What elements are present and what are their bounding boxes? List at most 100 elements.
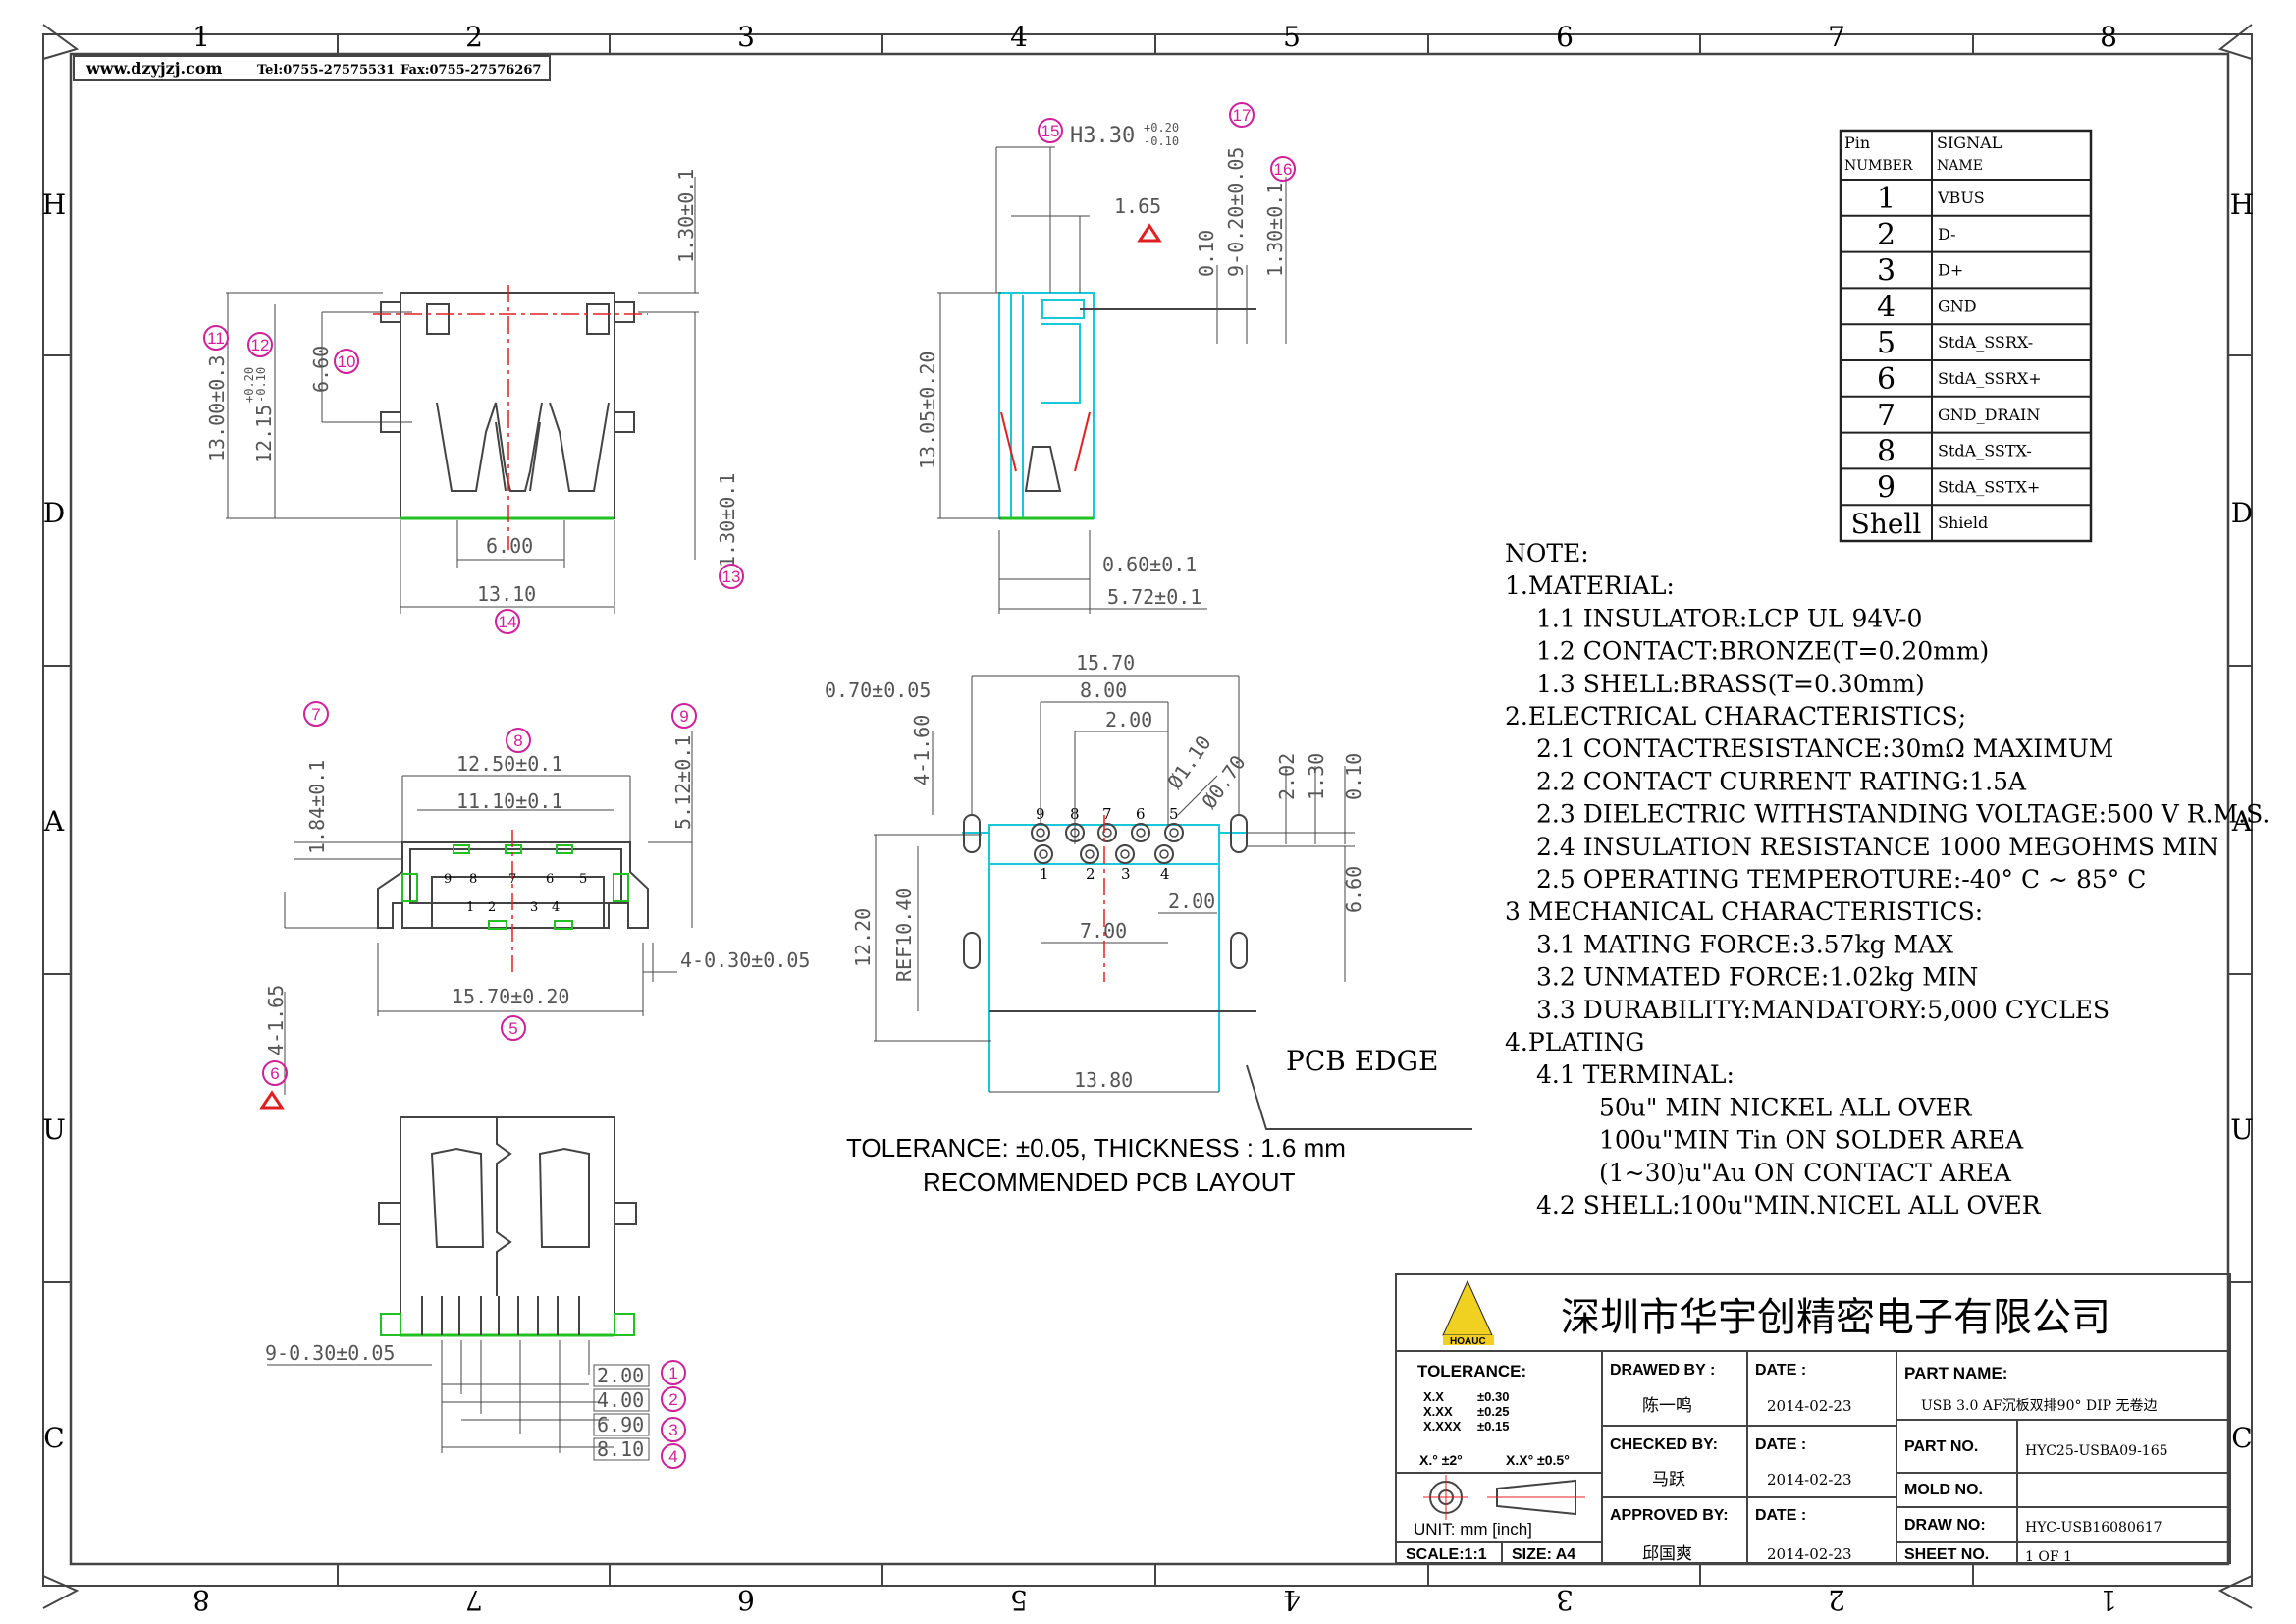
front-dim-6: 6.60 <box>309 346 333 393</box>
pin-table-pin: 5 <box>1877 326 1896 360</box>
note-line: 2.4 INSULATION RESISTANCE 1000 MEGOHMS M… <box>1536 833 2218 861</box>
zone-label-left: C <box>43 1422 64 1454</box>
side-dim-165: 1.65 <box>1114 194 1161 218</box>
rear-dim-810: 8.10 <box>597 1437 644 1461</box>
note-line: 2.3 DIELECTRIC WITHSTANDING VOLTAGE:500 … <box>1536 800 2269 829</box>
front-centerline <box>373 285 648 550</box>
pcb-pin-label: 1 <box>1040 865 1049 883</box>
bottom-callout-8: 8 <box>506 728 531 753</box>
bottom-callout-6: 6 <box>262 1060 288 1086</box>
svg-text:16: 16 <box>1274 160 1293 179</box>
pcb-dim-1570: 15.70 <box>1076 651 1135 675</box>
svg-text:2: 2 <box>668 1390 677 1409</box>
pin-table-border <box>1839 129 2093 543</box>
pin-table-signal: D+ <box>1938 261 1963 280</box>
side-dim-130: 1.30±0.1 <box>1263 183 1287 277</box>
bottom-pin-label: 4 <box>552 900 560 915</box>
title-block <box>1395 1273 2231 1564</box>
notes-block: NOTE:1.MATERIAL:1.1 INSULATOR:LCP UL 94V… <box>1505 539 2269 1219</box>
svg-text:1: 1 <box>668 1364 677 1382</box>
side-dim-572: 5.72±0.1 <box>1107 585 1201 609</box>
side-dim-1305: 13.05±0.20 <box>916 352 939 469</box>
side-callout-15: 15 <box>1038 118 1063 143</box>
front-dim-3: 12.15 <box>252 405 276 463</box>
side-dim-060: 0.60±0.1 <box>1102 553 1197 576</box>
pcb-dim-010: 0.10 <box>1342 753 1365 800</box>
bottom-callout-5: 5 <box>501 1015 526 1041</box>
pin-table-pin: 4 <box>1877 290 1896 324</box>
svg-text:13: 13 <box>722 568 741 586</box>
zone-label-top: 1 <box>192 21 210 53</box>
pcb-caption: RECOMMENDED PCB LAYOUT <box>923 1167 1296 1197</box>
zone-label-right: A <box>2231 805 2253 838</box>
pcb-pad <box>1080 844 1099 864</box>
pcb-pad <box>1115 844 1135 864</box>
pcb-tolerance-text: TOLERANCE: ±0.05, THICKNESS : 1.6 mm <box>846 1133 1346 1163</box>
zone-label-bottom: 2 <box>1828 1584 1845 1616</box>
bottom-red-triangle <box>259 1090 285 1110</box>
rear-view <box>378 1116 637 1337</box>
sheet-no-label: SHEET NO. <box>1904 1546 1989 1563</box>
pcb-dim-700: 7.00 <box>1080 919 1127 943</box>
side-dim-h330-minus: -0.10 <box>1144 135 1179 148</box>
front-callout-14: 14 <box>495 609 520 634</box>
part-no: HYC25-USBA09-165 <box>2025 1443 2168 1459</box>
bottom-callout-9: 9 <box>671 703 697 729</box>
zone-label-left: H <box>42 189 66 221</box>
front-dim-1: 1.30±0.1 <box>674 169 698 263</box>
zone-label-bottom: 6 <box>737 1584 755 1616</box>
bottom-pin-label: 6 <box>546 872 554 887</box>
note-line: 2.2 CONTACT CURRENT RATING:1.5A <box>1536 767 2027 795</box>
company-logo: HOAUC <box>1442 1279 1494 1347</box>
rear-dim-box-1 <box>593 1364 650 1387</box>
pcb-dim-800: 8.00 <box>1080 678 1127 702</box>
tol-label: TOLERANCE: <box>1417 1362 1526 1380</box>
date-3: 2014-02-23 <box>1767 1545 1851 1563</box>
inner-frame <box>69 52 2230 1566</box>
pcb-dim-070: 0.70±0.05 <box>825 678 931 702</box>
header-fax: Fax:0755-27576267 <box>400 63 541 78</box>
pin-table-signal: StdA_SSRX- <box>1938 333 2033 352</box>
rear-callout-3: 3 <box>661 1417 686 1442</box>
scale-text: SCALE:1:1 <box>1406 1546 1487 1563</box>
pcb-dim-130: 1.30 <box>1305 753 1328 800</box>
pin-table-pin: 1 <box>1877 182 1896 216</box>
bottom-dim-184: 1.84±0.1 <box>305 760 329 854</box>
svg-text:5: 5 <box>508 1019 517 1038</box>
pin-table-signal: VBUS <box>1937 189 1985 207</box>
pin-table-signal: GND <box>1938 297 1977 315</box>
svg-text:12: 12 <box>251 336 270 354</box>
bottom-pin-label: 9 <box>444 872 452 887</box>
side-red-triangle <box>1137 223 1162 243</box>
front-callout-10: 10 <box>334 349 359 374</box>
svg-text:7: 7 <box>311 705 320 724</box>
date-2: 2014-02-23 <box>1767 1471 1851 1489</box>
front-dim-7: 1.30±0.1 <box>716 473 739 568</box>
pin-table-signal: StdA_SSRX+ <box>1938 369 2042 388</box>
rear-dim-box-2 <box>593 1388 650 1412</box>
rear-dim-400: 4.00 <box>597 1388 644 1412</box>
pcb-dim-1380: 13.80 <box>1074 1068 1133 1092</box>
pcb-pin-label: 2 <box>1086 865 1095 883</box>
zone-label-bottom: 5 <box>1010 1584 1028 1616</box>
zone-ticks <box>43 34 2252 1586</box>
svg-text:10: 10 <box>338 352 356 371</box>
zone-label-bottom: 4 <box>1283 1584 1301 1616</box>
side-callout-16: 16 <box>1270 156 1296 182</box>
front-callout-11: 11 <box>203 325 229 351</box>
bottom-pin-label: 2 <box>488 900 496 915</box>
rear-dim-box-3 <box>593 1413 650 1436</box>
bottom-pin-label: 3 <box>530 900 538 915</box>
note-line: 4.2 SHELL:100u"MIN.NICEL ALL OVER <box>1536 1191 2042 1219</box>
draw-no: HYC-USB16080617 <box>2025 1520 2163 1536</box>
bottom-pin-label: 5 <box>579 872 587 887</box>
projection-symbol <box>1423 1475 1585 1520</box>
pcb-pad <box>1164 823 1184 842</box>
sheet-no: 1 OF 1 <box>2025 1549 2072 1565</box>
side-callout-17: 17 <box>1229 102 1255 128</box>
side-view <box>998 292 1256 520</box>
